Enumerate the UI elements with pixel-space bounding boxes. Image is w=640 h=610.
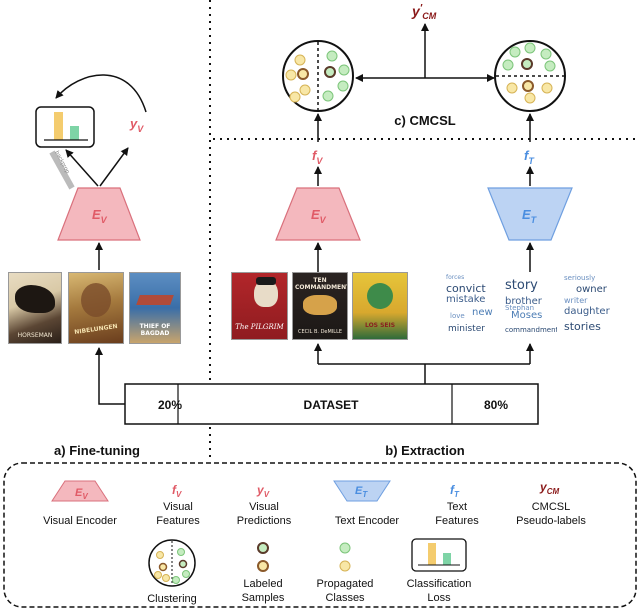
poster-nibelungen: NIBELUNGEN [68, 272, 124, 344]
classification-loss-box [35, 106, 95, 148]
svg-text:CMCSL: CMCSL [532, 501, 571, 513]
wordcloud-3: owner writer daughter stories seriously [562, 272, 616, 338]
text-encoder: ET [487, 187, 573, 241]
svg-text:Classification: Classification [407, 578, 472, 590]
backprop-arrow [49, 150, 75, 190]
visual-features-label: fV [312, 148, 323, 166]
svg-text:Pseudo-labels: Pseudo-labels [516, 515, 586, 527]
text-features-label: fT [524, 148, 535, 166]
legend-clustering: Clustering [147, 539, 197, 605]
svg-text:Predictions: Predictions [237, 515, 292, 527]
dataset-right-pct: 80% [484, 398, 508, 412]
svg-text:EV: EV [311, 207, 327, 225]
visual-predictions-label: yV [129, 116, 144, 134]
arrow-ev-to-loss [65, 149, 99, 187]
arrow-predictions-to-loss [55, 74, 147, 113]
dataset-label: DATASET [304, 398, 360, 412]
poster-horseman: HORSEMAN [8, 272, 62, 344]
svg-text:Features: Features [435, 515, 479, 527]
svg-text:Labeled: Labeled [243, 578, 282, 590]
poster-los-seis: LOS SEIS [352, 272, 408, 340]
svg-text:yCM: yCM [539, 480, 559, 496]
legend-cmcsl: yCM CMCSL Pseudo-labels [516, 480, 586, 527]
visual-encoder-finetune: EV [57, 187, 141, 241]
legend-box [3, 462, 637, 608]
poster-ten-commandments: TEN COMMANDMENTS CECIL B. DeMILLE [292, 272, 348, 340]
svg-text:fT: fT [450, 483, 460, 499]
svg-text:Visual: Visual [163, 501, 193, 513]
wordcloud-2: story brother Moses Stephan commandments [503, 272, 557, 338]
svg-text:Classes: Classes [325, 592, 365, 604]
svg-text:EV: EV [75, 487, 88, 501]
svg-text:Visual Encoder: Visual Encoder [43, 515, 117, 527]
arrow-ev-to-predictions [99, 147, 129, 187]
svg-text:Text: Text [447, 501, 467, 513]
legend-visual-features: fV Visual Features [156, 483, 200, 527]
legend-text-features: fT Text Features [435, 483, 479, 527]
text-clustering [494, 40, 566, 112]
svg-text:Loss: Loss [427, 592, 451, 604]
section-finetuning: a) Fine-tuning [54, 443, 140, 458]
section-extraction: b) Extraction [385, 443, 465, 458]
legend-classification-loss: Classification Loss [407, 538, 472, 604]
wordcloud-1: convict mistake new minister forces love [444, 272, 498, 338]
dataset-left-pct: 20% [158, 398, 182, 412]
svg-text:Features: Features [156, 515, 200, 527]
legend-propagated-classes: Propagated Classes [317, 542, 374, 604]
poster-thief-of-bagdad: THIEF OF BAGDAD [129, 272, 181, 344]
poster-pilgrim: The PILGRIM [231, 272, 288, 340]
legend-visual-predictions: yV Visual Predictions [237, 483, 292, 527]
visual-encoder-extraction: EV [275, 187, 361, 241]
dataset-box [124, 383, 539, 425]
svg-text:Clustering: Clustering [147, 593, 197, 605]
cmcsl-output-label: y′CM [411, 3, 437, 21]
svg-text:Propagated: Propagated [317, 578, 374, 590]
svg-text:fV: fV [172, 483, 182, 499]
svg-text:Visual: Visual [249, 501, 279, 513]
svg-text:yV: yV [256, 483, 270, 499]
svg-text:ET: ET [355, 485, 368, 499]
svg-text:EV: EV [92, 207, 108, 225]
visual-clustering [282, 40, 354, 112]
svg-text:Text Encoder: Text Encoder [335, 515, 400, 527]
svg-text:ET: ET [522, 207, 538, 225]
legend-visual-encoder: EV Visual Encoder [43, 480, 117, 527]
svg-text:Samples: Samples [242, 592, 285, 604]
cmcsl-title: c) CMCSL [394, 113, 455, 128]
arrow-dataset-to-finetune [95, 347, 125, 405]
legend-labeled-samples: Labeled Samples [242, 542, 285, 604]
legend-text-encoder: ET Text Encoder [333, 480, 400, 527]
